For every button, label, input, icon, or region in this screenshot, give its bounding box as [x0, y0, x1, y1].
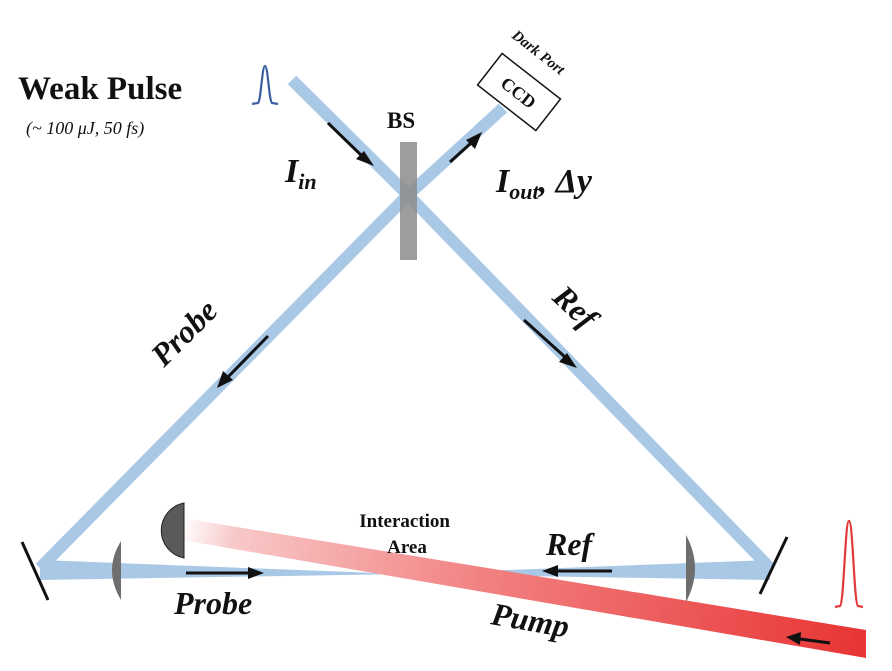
mirror-icon: [758, 536, 789, 595]
photodiode-detector-icon: [160, 502, 185, 559]
arrow-probe-lower: [186, 567, 264, 579]
input-intensity-label: Iin: [284, 153, 317, 194]
direction-arrows: [186, 121, 831, 645]
arrow-probe-upper: [217, 334, 270, 388]
incoming-beam: [287, 75, 413, 200]
reference-arm-beam: [403, 190, 775, 573]
output-beam: [403, 103, 508, 200]
cylindrical-lens-icon: [686, 535, 695, 602]
arrow-ref-upper: [522, 318, 577, 368]
beam-splitter: [400, 142, 417, 260]
ccd-camera-icon: CCD: [476, 52, 562, 132]
beam-splitter-label: BS: [387, 108, 415, 133]
arrow-incoming: [326, 121, 374, 166]
mirror-icon: [20, 541, 50, 601]
gaussian-pulse-icon: [251, 64, 279, 106]
arrow-output: [448, 132, 482, 164]
ref-lower-label: Ref: [545, 526, 596, 562]
pulse-parameters: (~ 100 μJ, 50 fs): [26, 118, 144, 139]
output-intensity-label: Iout, Δy: [495, 163, 593, 204]
pump-beam: [182, 518, 866, 658]
probe-upper-label: Probe: [143, 292, 224, 373]
arrow-ref-lower: [542, 565, 612, 577]
diagram-title: Weak Pulse: [18, 71, 182, 107]
arrow-pump: [786, 632, 831, 645]
probe-lower-label: Probe: [173, 585, 252, 621]
ref-upper-label: Ref: [545, 277, 607, 338]
cylindrical-lens-icon: [112, 541, 121, 600]
probe-focus-beam-left: [40, 560, 402, 580]
gaussian-pulse-icon: [834, 519, 864, 609]
interaction-area-label: Interaction Area: [359, 511, 455, 558]
